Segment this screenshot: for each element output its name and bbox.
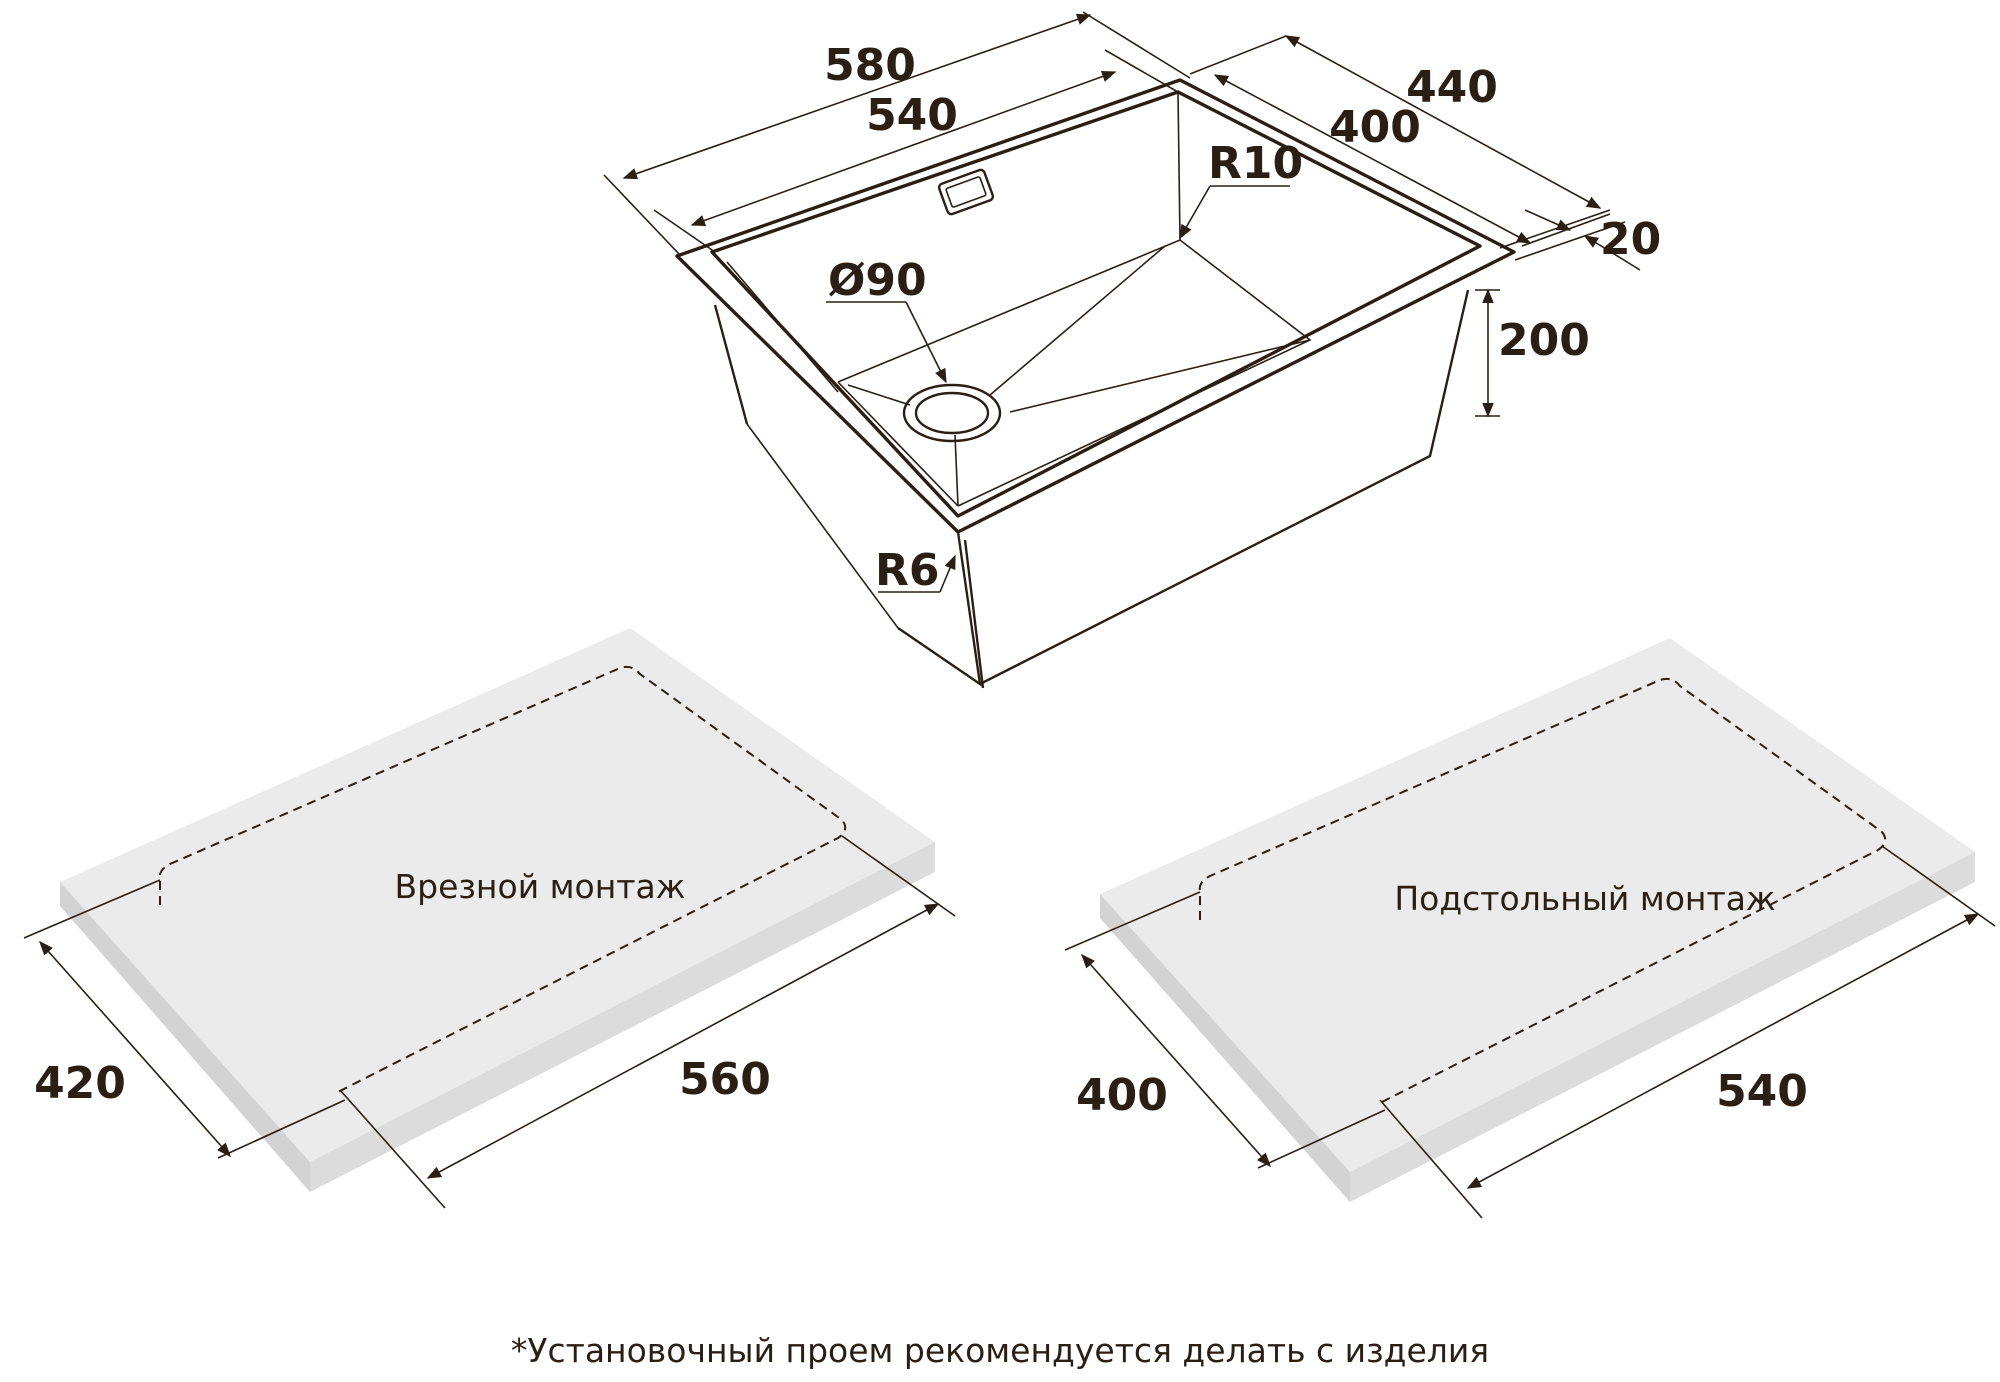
dim-outer-length-label: 580 <box>824 40 916 91</box>
dim-drain: Ø90 <box>826 255 947 384</box>
dim-overmount-length-label: 560 <box>679 1054 771 1105</box>
bowl-slope-3 <box>847 384 911 406</box>
dim-flange-label: 20 <box>1600 214 1661 265</box>
bowl-slope-1 <box>989 245 1166 396</box>
undermount-cutout-outline <box>1198 677 1887 1105</box>
dim-radius-outer-label: R6 <box>875 545 940 596</box>
dim-bowl-width-label: 400 <box>1329 102 1421 153</box>
dim-bowl-length: 540 <box>653 49 1179 253</box>
sink-body-corner <box>963 539 985 689</box>
dim-overmount-width-label: 420 <box>34 1058 126 1109</box>
bowl-floor-front <box>837 381 959 507</box>
bowl-floor <box>837 239 1312 507</box>
undermount-slab-top <box>1100 638 1975 1172</box>
undermount-caption: Подстольный монтаж <box>1394 879 1775 918</box>
bowl-back-edge <box>1177 91 1181 241</box>
dim-depth-label: 200 <box>1498 315 1590 366</box>
bowl-slope-2 <box>1009 339 1311 413</box>
overmount-caption: Врезной монтаж <box>395 867 686 906</box>
dim-overmount-length: 560 <box>339 835 956 1209</box>
dim-undermount-width: 400 <box>1064 891 1386 1169</box>
dim-flange: 20 <box>1499 209 1661 271</box>
dim-undermount-length-label: 540 <box>1716 1066 1808 1117</box>
overmount-slab-top <box>60 628 935 1162</box>
dim-radius-outer: R6 <box>875 545 956 596</box>
sink-body-left-lower <box>746 423 899 629</box>
dim-undermount-width-label: 400 <box>1076 1070 1168 1121</box>
sink-body-left <box>713 304 749 425</box>
dim-drain-label: Ø90 <box>828 255 927 306</box>
dim-radius-inner-label: R10 <box>1208 138 1303 189</box>
dim-bowl-width: 400 <box>1213 74 1532 244</box>
overmount-slab: Врезной монтаж <box>60 628 935 1192</box>
bowl-slope-4 <box>954 434 959 507</box>
drain-inner <box>914 391 990 435</box>
dim-overmount-width: 420 <box>23 879 346 1159</box>
dim-radius-inner: R10 <box>1179 138 1303 240</box>
drain-outer <box>902 383 1002 443</box>
footnote: *Установочный проем рекомендуется делать… <box>511 1331 1489 1370</box>
dim-undermount-length: 540 <box>1379 845 1996 1219</box>
sink-body-front <box>979 289 1470 686</box>
bowl-left-wall <box>726 261 839 393</box>
dim-bowl-length-label: 540 <box>866 90 958 141</box>
overmount-cutout-outline <box>158 665 847 1093</box>
undermount-slab: Подстольный монтаж <box>1100 638 1975 1202</box>
sink-isometric <box>675 78 1516 689</box>
dim-depth: 200 <box>1475 288 1590 418</box>
